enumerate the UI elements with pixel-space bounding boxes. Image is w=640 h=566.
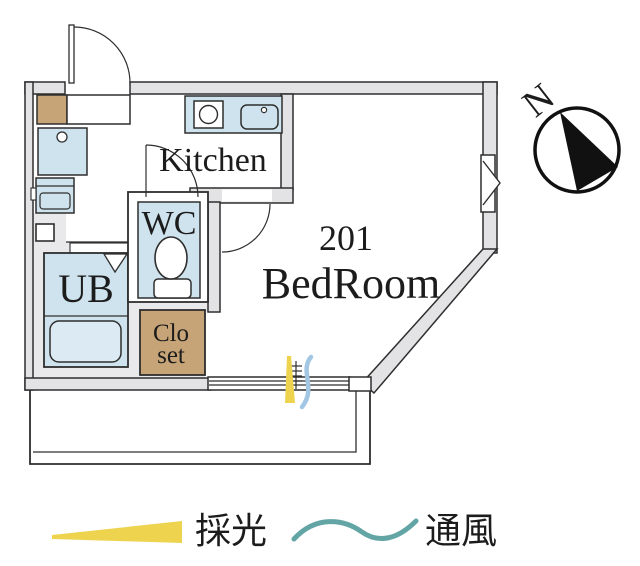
service-bedroom-divider-wall	[207, 201, 221, 313]
bedroom-door-opening	[222, 189, 272, 202]
entrance-shoe-area	[36, 94, 68, 125]
ventilation-wave-symbol	[299, 354, 314, 410]
toilet-bowl	[154, 236, 188, 280]
kitchen-sink	[240, 104, 279, 130]
legend-daylight-label: 採光	[195, 511, 267, 551]
sink-faucet	[260, 106, 268, 114]
stove-burner	[198, 104, 219, 125]
legend-ventilation-label: 通風	[425, 511, 497, 551]
outer-wall-top	[129, 81, 498, 95]
daylight-wedge-symbol	[285, 356, 295, 403]
bedroom-window-south	[207, 376, 351, 391]
legend: 採光 通風	[52, 511, 497, 551]
bedroom-label: BedRoom	[262, 259, 440, 308]
washing-machine-dial	[56, 131, 68, 143]
toilet-tank	[153, 278, 192, 299]
washroom-hall-floor	[66, 204, 128, 242]
bath-door-notch	[102, 253, 129, 274]
entrance-door-leaf	[68, 24, 75, 84]
wall-column	[348, 376, 372, 392]
balcony-railing-inner	[33, 390, 357, 453]
kitchen-label: Kitchen	[159, 142, 267, 179]
compass-needle	[560, 112, 618, 191]
washroom-threshold	[69, 242, 129, 254]
kitchen-right-wall	[280, 93, 294, 191]
legend-daylight-wedge-icon	[52, 521, 182, 543]
unit-number-label: 201	[319, 218, 373, 258]
closet-label-line1: Clo	[153, 320, 189, 347]
washbasin	[35, 177, 75, 214]
compass: N	[515, 76, 621, 194]
outer-wall-bottom-left	[24, 377, 212, 391]
wc-label: WC	[142, 205, 197, 242]
utility-box	[35, 223, 55, 242]
entrance-step	[66, 94, 131, 125]
outer-wall-left	[24, 81, 34, 391]
washbasin-tab	[30, 187, 37, 201]
wc-door-arc	[145, 144, 199, 198]
legend-ventilation-wave-icon	[291, 518, 419, 542]
entrance-door-arc	[73, 26, 131, 84]
closet-box	[139, 309, 206, 376]
balcony-railing-outer	[29, 389, 371, 465]
outer-wall-diagonal	[360, 248, 499, 395]
window-east-triangle	[482, 160, 501, 206]
closet-label-line2: set	[157, 342, 185, 369]
bedroom-door-arc	[221, 203, 271, 253]
bathtub	[49, 320, 122, 363]
washbasin-bowl	[39, 192, 71, 210]
unit-bath-label: UB	[58, 266, 114, 311]
